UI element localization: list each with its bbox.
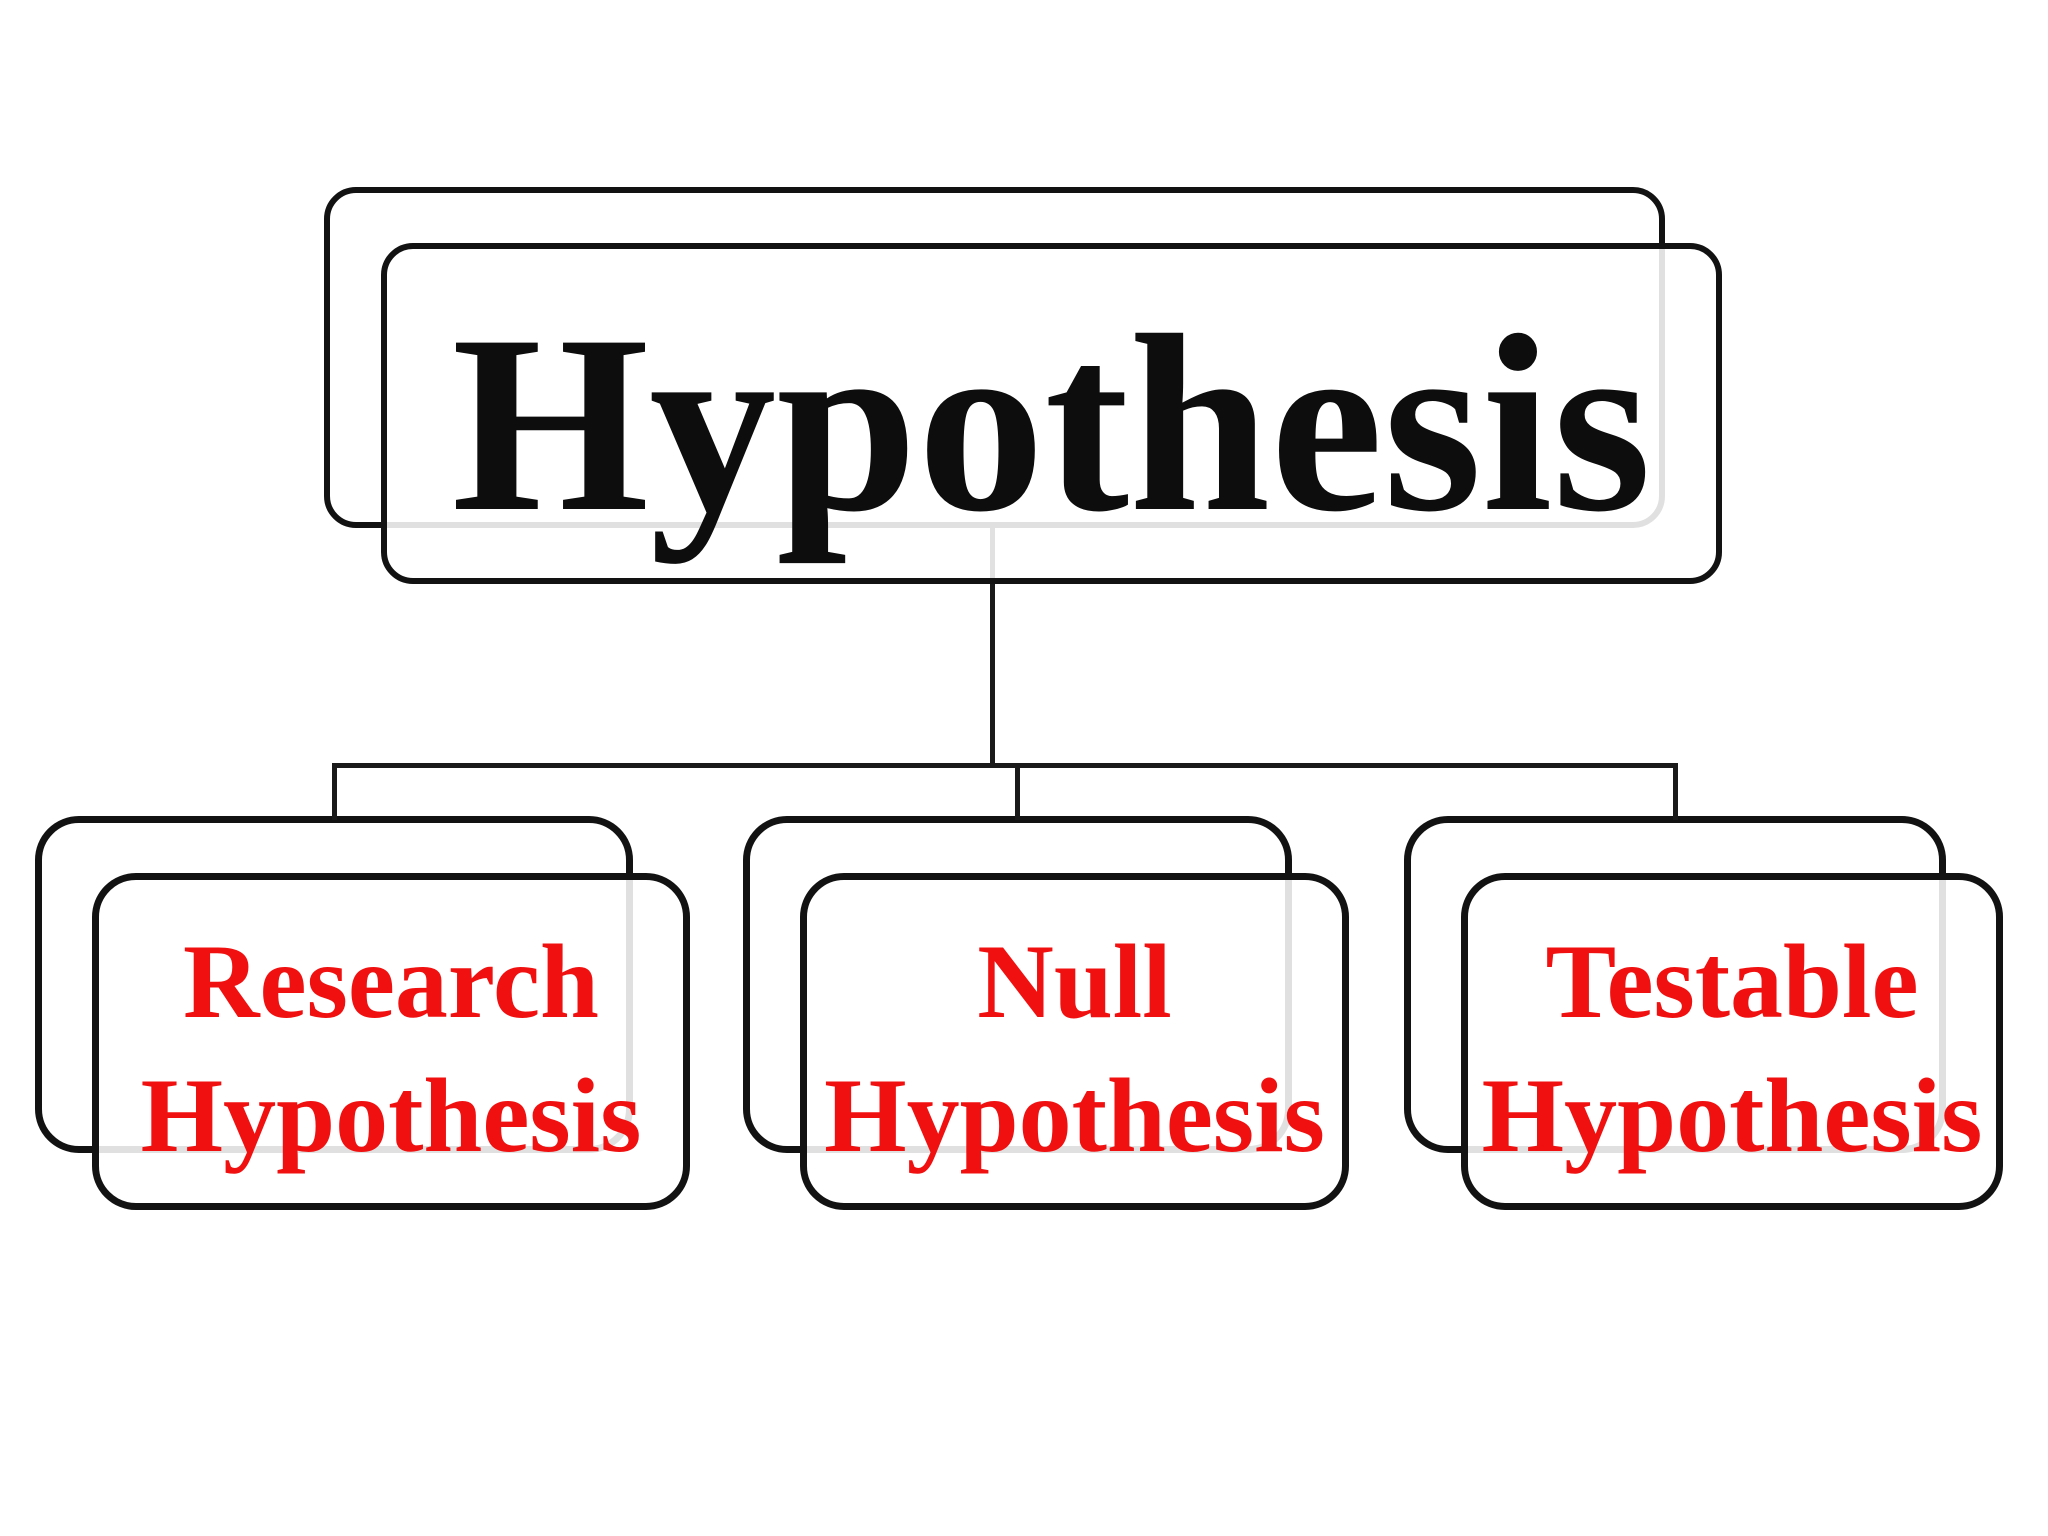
testable-node-label-line2: Hypothesis xyxy=(1481,1056,1983,1174)
root-node-box: Hypothesis xyxy=(381,243,1722,584)
connector-drop-line-left xyxy=(332,763,337,820)
testable-node-box: Testable Hypothesis xyxy=(1461,873,2003,1210)
testable-node-label-line1: Testable xyxy=(1545,922,1919,1040)
testable-node-label: Testable Hypothesis xyxy=(1482,901,1983,1182)
root-node-label: Hypothesis xyxy=(451,283,1652,565)
research-node-label-line1: Research xyxy=(182,922,600,1040)
connector-drop-line-middle xyxy=(1015,763,1020,820)
null-node-label-line2: Hypothesis xyxy=(824,1056,1325,1174)
research-node-label-line2: Hypothesis xyxy=(140,1056,642,1174)
research-node-label: Research Hypothesis xyxy=(141,901,642,1182)
null-node-label-line1: Null xyxy=(977,922,1172,1040)
connector-drop-line-right xyxy=(1673,763,1678,820)
research-node-box: Research Hypothesis xyxy=(92,873,690,1210)
null-node-box: Null Hypothesis xyxy=(800,873,1349,1210)
connector-cross-line xyxy=(332,763,1678,768)
null-node-label: Null Hypothesis xyxy=(824,901,1325,1182)
connector-trunk-line xyxy=(990,528,995,768)
